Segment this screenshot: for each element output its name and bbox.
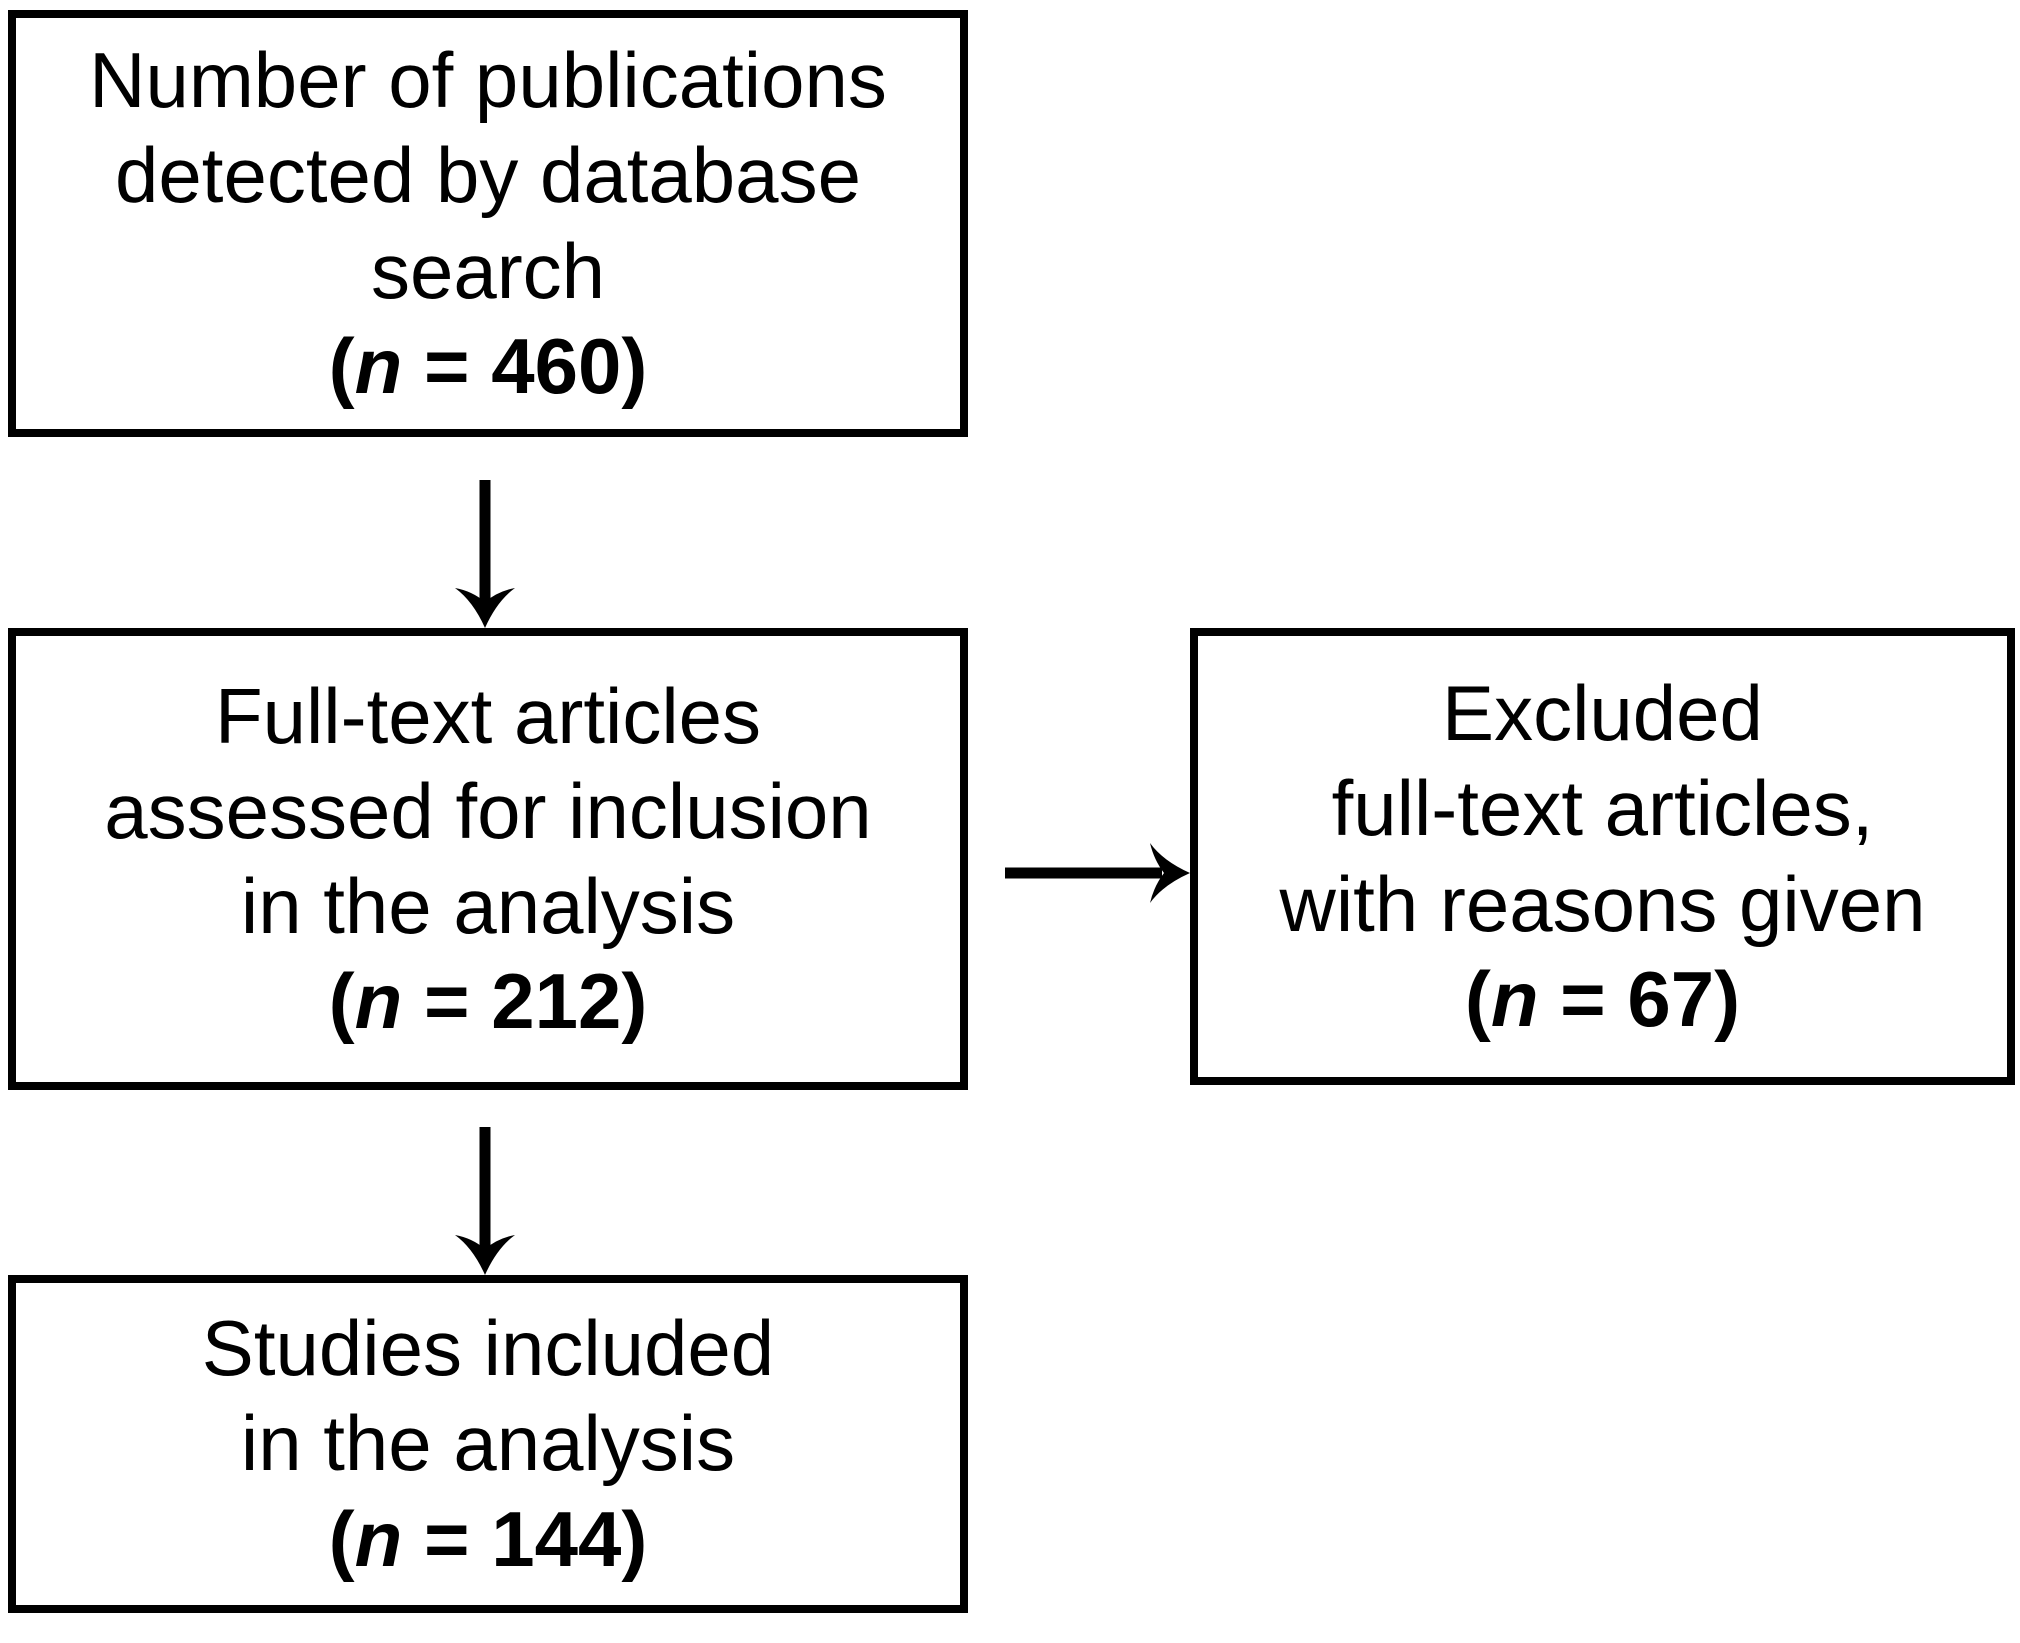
node-count: (n = 144) — [202, 1492, 774, 1587]
node-text-line: Number of publications — [89, 36, 887, 125]
n-symbol: n — [354, 1494, 403, 1583]
count-value: = 212) — [402, 957, 648, 1046]
node-count: (n = 67) — [1279, 952, 1925, 1047]
node-text-line: Excluded — [1442, 669, 1763, 758]
node-publications-detected: Number of publications detected by datab… — [8, 10, 968, 437]
node-count: (n = 460) — [89, 319, 887, 414]
node-text: Studies included in the analysis (n = 14… — [202, 1301, 774, 1586]
count-value: = 67) — [1538, 954, 1741, 1043]
node-text: Number of publications detected by datab… — [89, 33, 887, 414]
count-paren-open: ( — [328, 957, 355, 1046]
node-text-line: assessed for inclusion — [104, 766, 872, 855]
node-text-line: search — [370, 226, 606, 315]
node-text-line: Full-text articles — [214, 671, 762, 760]
node-text-line: detected by database — [115, 131, 861, 220]
n-symbol: n — [354, 957, 403, 1046]
flow-arrow-down-icon — [455, 1127, 515, 1275]
count-value: = 460) — [402, 321, 648, 410]
node-studies-included: Studies included in the analysis (n = 14… — [8, 1275, 968, 1613]
count-value: = 144) — [402, 1494, 648, 1583]
count-paren-open: ( — [328, 321, 355, 410]
node-text-line: Studies included — [201, 1304, 775, 1393]
flow-arrow-right-icon — [1005, 843, 1190, 903]
node-text-line: with reasons given — [1279, 859, 1926, 948]
node-text: Excluded full-text articles, with reason… — [1279, 666, 1925, 1047]
n-symbol: n — [1490, 954, 1539, 1043]
count-paren-open: ( — [1464, 954, 1491, 1043]
flow-arrow-down-icon — [455, 480, 515, 628]
node-text-line: in the analysis — [240, 1399, 736, 1488]
node-fulltext-assessed: Full-text articles assessed for inclusio… — [8, 628, 968, 1090]
node-excluded: Excluded full-text articles, with reason… — [1190, 628, 2015, 1085]
node-count: (n = 212) — [104, 954, 871, 1049]
node-text-line: full-text articles, — [1331, 764, 1874, 853]
n-symbol: n — [354, 321, 403, 410]
count-paren-open: ( — [328, 1494, 355, 1583]
node-text: Full-text articles assessed for inclusio… — [104, 669, 871, 1050]
node-text-line: in the analysis — [240, 862, 736, 950]
